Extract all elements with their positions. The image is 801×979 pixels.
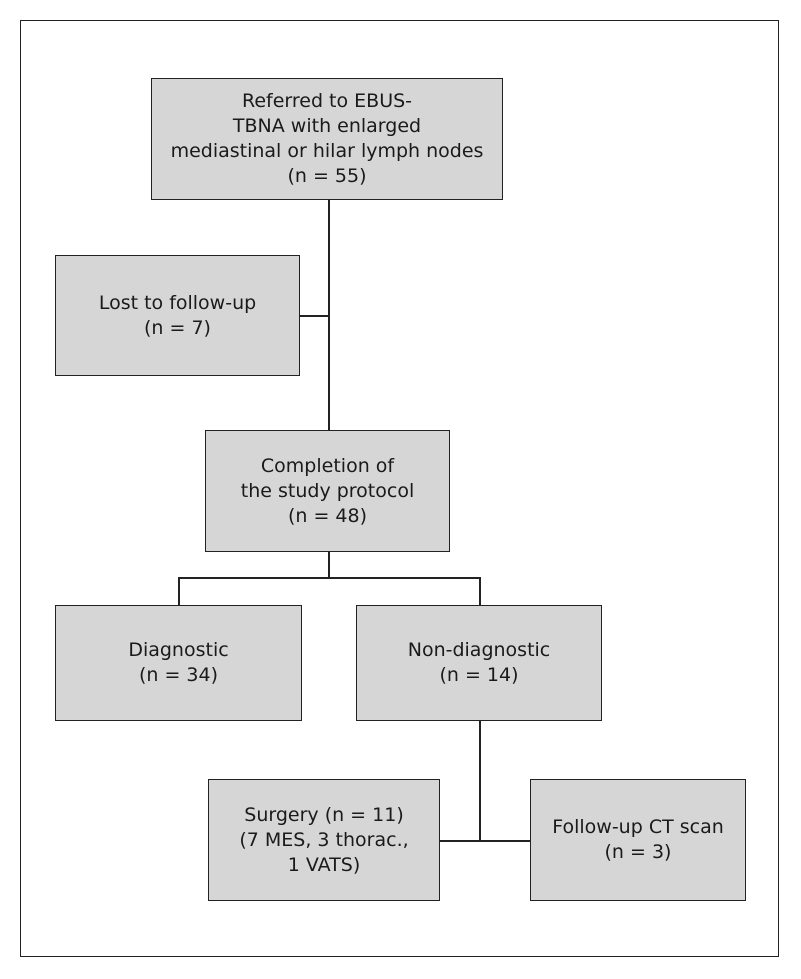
surgery-line2: (7 MES, 3 thorac., [239,828,409,851]
lost-count: (n = 7) [144,316,211,339]
nondiagnostic-count: (n = 14) [439,664,519,686]
connector-bottom-split [440,840,530,842]
box-follow-up-ct: Follow-up CT scan (n = 3) [530,779,746,901]
surgery-line1: Surgery (n = 11) [244,803,404,826]
surgery-line3: 1 VATS) [287,853,361,876]
connector-lost-branch [300,315,329,317]
connector-nondiagnostic-down [479,721,481,841]
figure-frame [20,20,779,957]
connector-completion-down [328,552,330,578]
connector-to-nondiagnostic [479,577,481,605]
completion-line2: the study protocol [240,479,415,502]
box-referred: Referred to EBUS- TBNA with enlarged med… [151,78,503,200]
referred-count: (n = 55) [287,165,367,187]
followup-line1: Follow-up CT scan [552,816,724,838]
box-diagnostic: Diagnostic (n = 34) [55,605,302,721]
nondiagnostic-line1: Non-diagnostic [407,639,551,661]
connector-split-horizontal [178,577,480,579]
diagnostic-line1: Diagnostic [128,639,229,661]
lost-line1: Lost to follow-up [98,291,257,314]
completion-line1: Completion of [260,454,395,477]
referred-line1: Referred to EBUS- [241,90,413,112]
referred-line2: TBNA with enlarged [232,115,422,137]
box-lost-to-follow-up: Lost to follow-up (n = 7) [55,255,300,376]
box-non-diagnostic: Non-diagnostic (n = 14) [356,605,602,721]
completion-count: (n = 48) [287,504,368,527]
box-completion: Completion of the study protocol (n = 48… [205,430,450,552]
followup-count: (n = 3) [604,841,672,863]
referred-line3: mediastinal or hilar lymph nodes [170,140,484,162]
connector-to-diagnostic [178,577,180,605]
diagnostic-count: (n = 34) [138,664,219,686]
box-surgery: Surgery (n = 11) (7 MES, 3 thorac., 1 VA… [208,779,440,901]
